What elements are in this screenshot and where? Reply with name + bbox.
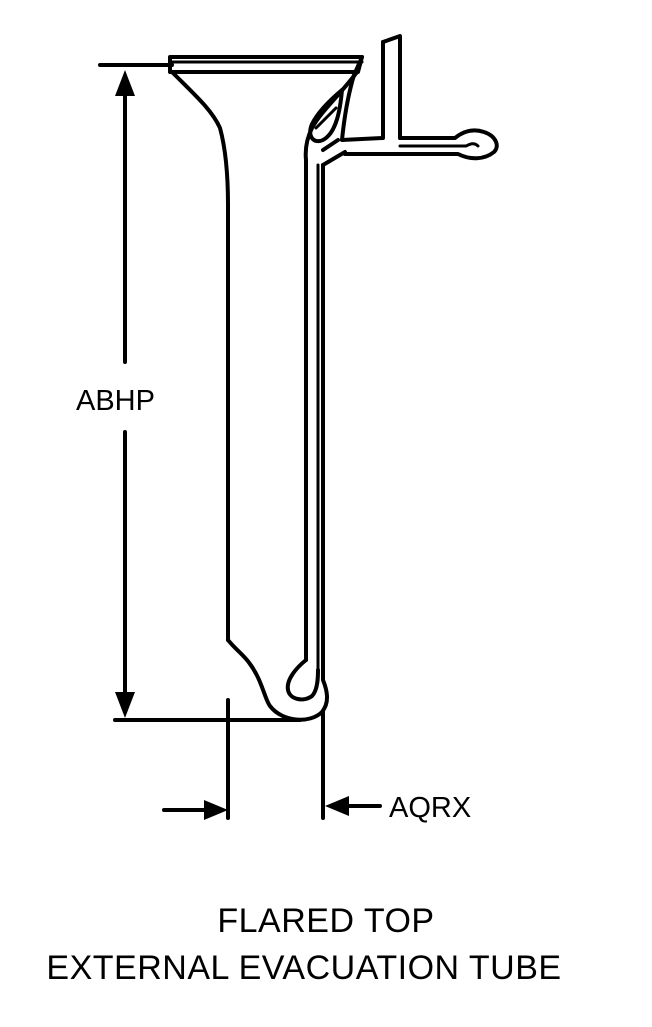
diameter-arrow-right — [325, 796, 349, 816]
diameter-label: AQRX — [389, 792, 471, 824]
flared-rim — [168, 55, 364, 74]
height-arrow-bottom — [115, 692, 135, 718]
height-label: ABHP — [76, 385, 155, 417]
caption-subtitle: EXTERNAL EVACUATION TUBE — [46, 949, 562, 987]
height-arrow-top — [115, 70, 135, 96]
diameter-dimension: AQRX — [162, 698, 471, 824]
tube-body — [170, 70, 359, 722]
side-arm — [308, 34, 499, 167]
diameter-arrow-left — [204, 800, 228, 820]
height-dimension: ABHP — [76, 63, 302, 722]
caption-title: FLARED TOP — [217, 902, 435, 940]
